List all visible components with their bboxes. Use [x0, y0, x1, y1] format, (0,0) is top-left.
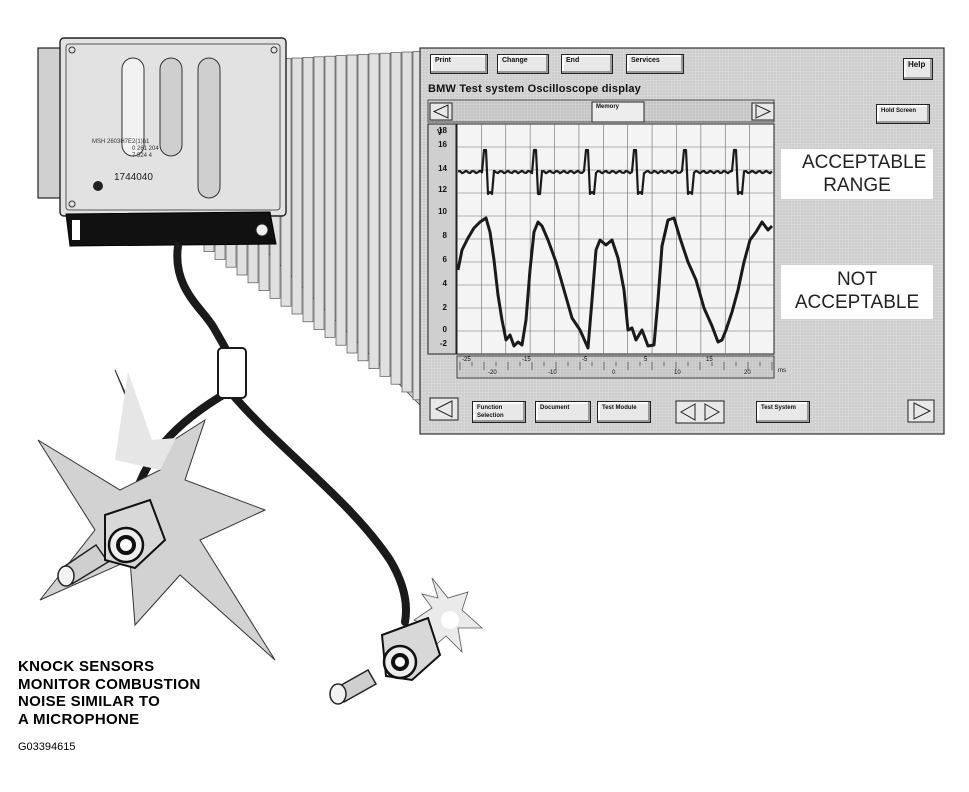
y-unit-label: V [437, 128, 443, 137]
stacked-screen-edge [390, 52, 402, 385]
stacked-screen-edge [335, 55, 347, 346]
y-tick-label: 10 [438, 207, 447, 216]
y-tick-label: 16 [438, 140, 447, 149]
stacked-screen-edge [291, 57, 303, 315]
acceptable-range-text: ACCEPTABLE RANGE [802, 152, 927, 196]
figure-code: G03394615 [18, 741, 76, 753]
acceptable-trace [457, 148, 773, 196]
caption-line: NOISE SIMILAR TO [18, 693, 161, 710]
services-button[interactable]: Services [626, 54, 684, 74]
x-tick-label: -10 [548, 370, 557, 376]
ecu-label-line: MSH 2603H7E2(1)b1 [92, 139, 150, 145]
test-system-button[interactable]: Test System [756, 401, 810, 423]
stacked-screen-edge [346, 54, 358, 354]
print-button[interactable]: Print [430, 54, 488, 74]
not-acceptable-label: NOT ACCEPTABLE [781, 265, 933, 319]
x-tick-label: -20 [488, 370, 497, 376]
x-tick-label: 5 [644, 357, 648, 363]
y-tick-label: 14 [438, 164, 447, 173]
ecu-label-line: 7 524 4 [132, 153, 153, 159]
stacked-screen-edge [401, 51, 413, 393]
y-tick-label: -2 [439, 339, 447, 348]
x-tick-label: 15 [706, 357, 713, 363]
ecu-module [37, 37, 287, 247]
y-tick-label: 12 [438, 185, 447, 194]
stacked-screen-edge [302, 57, 314, 323]
knock-sensor-2 [329, 577, 484, 705]
stacked-screen-edge [313, 56, 325, 330]
test-module-button[interactable]: Test Module [597, 401, 651, 423]
not-acceptable-text: NOT ACCEPTABLE [794, 269, 920, 313]
y-tick-label: 0 [442, 325, 447, 334]
document-button[interactable]: Document [535, 401, 591, 423]
not-acceptable-trace [456, 216, 774, 350]
hold-screen-button[interactable]: Hold Screen [876, 104, 930, 124]
y-tick-label: 8 [442, 231, 447, 240]
memory-tab[interactable]: Memory [596, 104, 620, 110]
x-tick-label: 0 [612, 370, 616, 376]
x-unit-label: ms [778, 368, 786, 374]
caption-line: MONITOR COMBUSTION [18, 675, 201, 693]
ecu-label-line: 0 261 204 [132, 146, 159, 152]
x-tick-label: -5 [582, 357, 588, 363]
y-tick-label: 2 [442, 303, 447, 312]
caption-line: A MICROPHONE [18, 710, 140, 728]
stacked-screen-edge [368, 53, 380, 369]
x-tick-label: -15 [522, 357, 531, 363]
x-tick-label: -25 [462, 357, 471, 363]
acceptable-range-label: ACCEPTABLE RANGE [781, 149, 933, 199]
stacked-screen-edge [379, 52, 391, 377]
y-tick-label: 6 [442, 255, 447, 264]
test-system-screen [419, 47, 945, 435]
ecu-label: MSH 2603H7E2(1)b1 0 261 204 7 524 4 [92, 139, 159, 160]
stacked-screen-edge [357, 54, 369, 362]
stacked-screen-edge [324, 55, 336, 338]
y-tick-label: 4 [442, 279, 447, 288]
x-tick-label: 10 [674, 370, 681, 376]
caption: KNOCK SENSORS MONITOR COMBUSTION NOISE S… [18, 658, 201, 728]
end-button[interactable]: End [561, 54, 613, 74]
caption-line: KNOCK SENSORS [18, 658, 155, 675]
function-selection-button[interactable]: Function Selection [472, 401, 526, 423]
ecu-part-number: 1744040 [114, 172, 153, 183]
knock-sensor-1 [37, 369, 276, 661]
y-tick-label: 18 [438, 126, 447, 135]
help-button[interactable]: Help [903, 58, 933, 80]
x-tick-label: 20 [744, 370, 751, 376]
screen-title: BMW Test system Oscilloscope display [428, 83, 642, 95]
change-button[interactable]: Change [497, 54, 549, 74]
